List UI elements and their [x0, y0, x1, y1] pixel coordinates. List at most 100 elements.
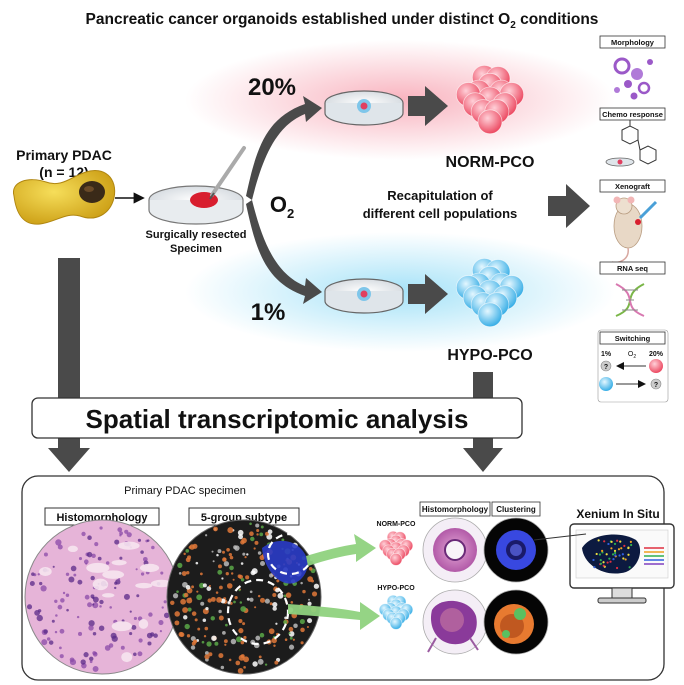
- nucleus-mark: [29, 580, 35, 586]
- cell-spot: [259, 632, 265, 638]
- gland-lumen: [139, 563, 160, 573]
- cell-spot: [196, 590, 199, 593]
- nucleus-mark: [41, 639, 48, 646]
- nucleus-mark: [55, 539, 62, 546]
- cell-spot: [226, 583, 233, 589]
- cell-spot: [218, 615, 224, 621]
- xenium-spot: [621, 553, 624, 556]
- nucleus-mark: [123, 593, 130, 600]
- nucleus-mark: [117, 577, 121, 581]
- nucleus-mark: [57, 604, 63, 610]
- cell-spot: [268, 628, 275, 635]
- xenograft-box: [599, 179, 666, 193]
- cell-spot: [240, 562, 244, 565]
- cell-spot: [194, 618, 198, 622]
- xenium-spot: [622, 557, 625, 560]
- primary-label-1: Primary PDAC: [16, 147, 112, 163]
- nucleus-mark: [114, 539, 120, 545]
- cell-spot: [288, 626, 294, 632]
- cell-spot: [208, 584, 211, 587]
- nucleus-mark: [161, 606, 164, 609]
- hypo-pco-label: HYPO-PCO: [447, 347, 532, 364]
- cell-spot: [240, 640, 245, 645]
- nucleus-mark: [151, 545, 155, 550]
- cell-spot: [275, 622, 278, 625]
- nucleus-mark: [114, 586, 117, 590]
- nucleus-mark: [69, 658, 77, 666]
- cell-spot: [257, 594, 261, 598]
- xenium-spot: [609, 560, 612, 563]
- cell-spot: [226, 547, 230, 552]
- nucleus-mark: [158, 619, 164, 626]
- branch-arrow-hypo: [246, 200, 322, 304]
- nucleus-mark: [153, 633, 158, 638]
- cell-spot: [205, 606, 209, 611]
- cell-spot: [256, 533, 259, 536]
- cell-spot: [172, 593, 179, 599]
- specimen-dish-icon: [148, 146, 246, 225]
- xenium-spot: [623, 544, 626, 548]
- xenium-spot: [598, 553, 602, 556]
- nucleus-mark: [52, 565, 55, 568]
- gland-lumen: [92, 578, 109, 591]
- xenium-spot: [611, 553, 615, 556]
- gland-lumen: [150, 579, 173, 588]
- nucleus-mark: [126, 532, 132, 538]
- nucleus-mark: [133, 616, 138, 621]
- cell-spot: [283, 594, 287, 598]
- cell-spot: [307, 618, 313, 624]
- xenium-spot: [597, 539, 600, 542]
- cell-spot: [199, 572, 203, 576]
- nucleus-mark: [59, 654, 64, 659]
- gland-lumen: [102, 570, 125, 579]
- cell-spot: [203, 634, 207, 638]
- xenium-spot: [593, 566, 596, 569]
- nucleus-mark: [136, 594, 140, 598]
- cell-spot: [190, 645, 196, 650]
- norm-dish-icon: [324, 90, 404, 126]
- cell-spot: [181, 571, 187, 576]
- nucleus-mark: [129, 610, 132, 613]
- cell-spot: [227, 527, 234, 534]
- switch-unknown-2: [650, 378, 662, 390]
- nucleus-mark: [62, 591, 66, 595]
- arrow-primary-down: [48, 258, 90, 472]
- nucleus-mark: [91, 553, 96, 559]
- cell-spot: [205, 534, 208, 537]
- cell-spot: [255, 523, 260, 528]
- xenium-spot: [610, 547, 613, 550]
- xenium-spot: [602, 561, 605, 564]
- organoid-cell: [389, 617, 403, 630]
- cell-spot: [216, 596, 222, 603]
- cell-spot: [238, 619, 243, 624]
- nucleus-mark: [84, 594, 90, 600]
- spatial-title: Spatial transcriptomic analysis: [86, 404, 469, 434]
- nucleus-mark: [92, 603, 95, 606]
- cell-spot: [259, 561, 266, 567]
- cell-spot: [302, 589, 306, 594]
- norm-organoid-icon: [455, 64, 525, 135]
- cell-spot: [224, 643, 227, 646]
- cell-spot: [210, 616, 215, 621]
- nucleus-mark: [55, 614, 58, 617]
- cell-spot: [244, 556, 247, 559]
- nucleus-mark: [87, 535, 92, 540]
- cell-spot: [237, 667, 244, 674]
- nucleus-mark: [163, 612, 170, 619]
- cell-spot: [288, 644, 295, 650]
- xenium-spot: [616, 539, 619, 542]
- cell-spot: [206, 641, 212, 647]
- nucleus-mark: [137, 538, 142, 542]
- cell-spot: [221, 577, 224, 580]
- nucleus-mark: [105, 561, 110, 565]
- cell-spot: [254, 606, 257, 609]
- nucleus-mark: [83, 652, 89, 658]
- nucleus-mark: [140, 572, 145, 576]
- cell-spot: [207, 598, 212, 603]
- nucleus-mark: [92, 665, 99, 672]
- cell-spot: [292, 638, 295, 641]
- recap-line-1: Recapitulation of: [387, 188, 493, 203]
- cell-spot: [232, 578, 235, 581]
- cell-spot: [184, 623, 190, 630]
